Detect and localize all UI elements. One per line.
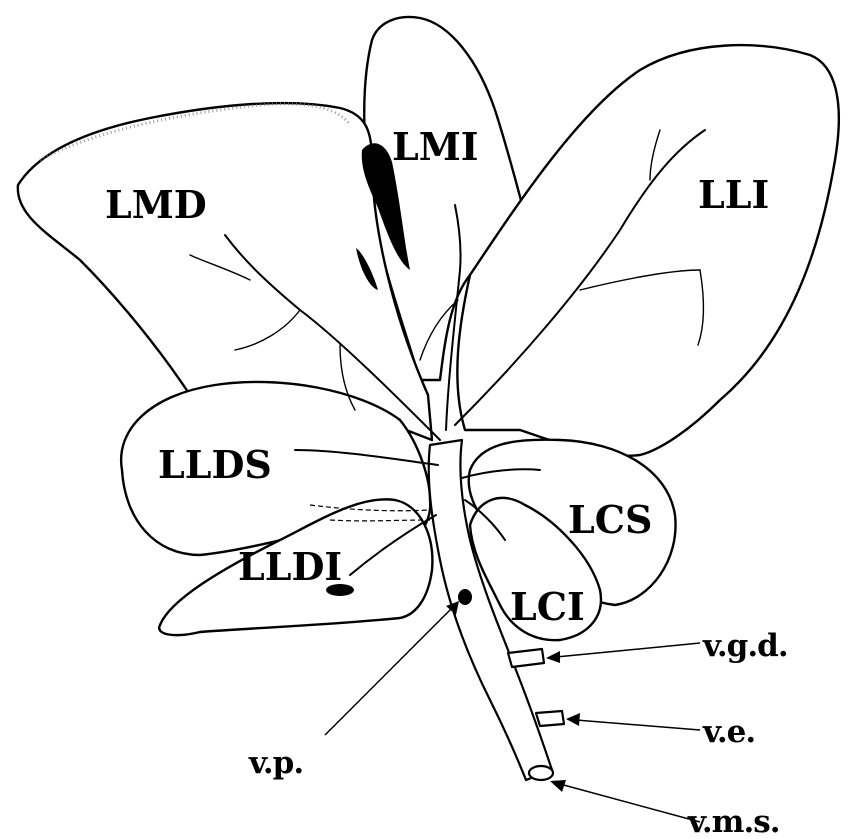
label-lldi: LLDI — [238, 544, 342, 589]
label-lci: LCI — [510, 584, 585, 629]
lobe-lli — [457, 45, 838, 456]
leader-vgd — [556, 643, 700, 657]
leader-ve — [576, 720, 700, 730]
arrow-vms — [550, 780, 566, 792]
vessel-stub-ve — [536, 711, 564, 726]
arrow-vgd — [546, 651, 560, 663]
label-lmd: LMD — [105, 182, 207, 227]
arrow-ve — [566, 713, 580, 726]
vessel-stub-vgd — [508, 649, 544, 667]
label-lcs: LCS — [568, 497, 652, 542]
label-llds: LLDS — [158, 442, 272, 487]
dark-spot-vp — [458, 589, 472, 605]
label-lmi: LMI — [392, 124, 479, 169]
vessel-stub-vms — [529, 766, 553, 780]
leader-vp — [325, 608, 452, 735]
label-vms: v.m.s. — [687, 804, 780, 839]
label-ve: v.e. — [702, 714, 755, 750]
label-vgd: v.g.d. — [702, 628, 788, 664]
label-vp: v.p. — [248, 745, 303, 781]
label-lli: LLI — [698, 172, 769, 217]
leader-vms — [560, 784, 700, 822]
